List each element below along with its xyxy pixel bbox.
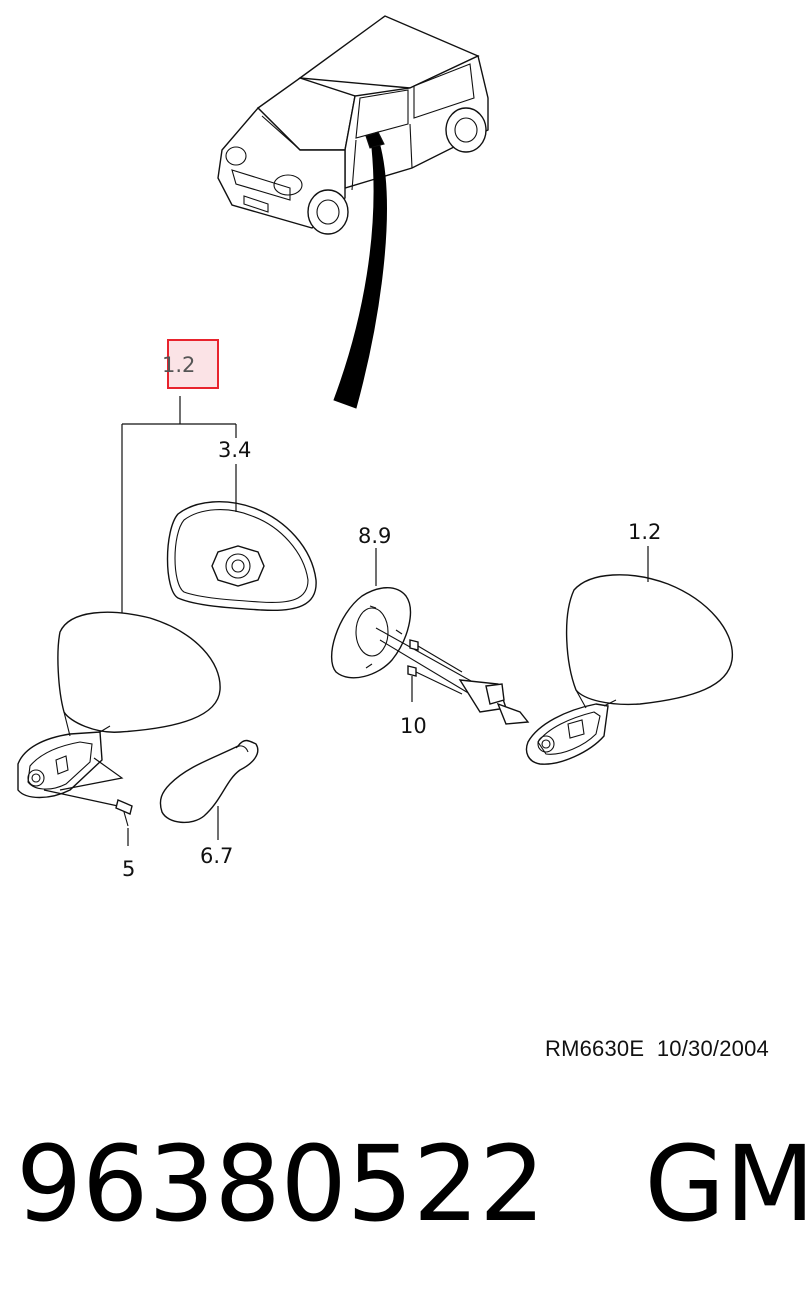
- screw: [115, 799, 133, 846]
- callout-screw[interactable]: 5: [122, 857, 135, 881]
- mount-plate: [331, 548, 412, 679]
- drawing-ref-code: RM6630E: [545, 1036, 645, 1061]
- car-illustration: [217, 15, 489, 235]
- mirror-cover: [159, 739, 259, 840]
- drawing-date: 10/30/2004: [656, 1036, 769, 1061]
- part-brand: GM: [644, 1123, 812, 1245]
- callout-highlight-box[interactable]: [167, 339, 219, 389]
- location-arrow-icon: [333, 145, 387, 409]
- part-number-line: 96380522 GM: [16, 1124, 812, 1244]
- mirror-glass: [166, 464, 317, 612]
- callout-highlighted-mirror-assembly[interactable]: 1.2: [162, 353, 195, 377]
- drawing-reference: RM6630E 10/30/2004: [545, 1036, 769, 1062]
- callout-mirror-glass[interactable]: 3.4: [218, 438, 251, 462]
- callout-mirror-assembly[interactable]: 1.2: [628, 520, 661, 544]
- callout-cover[interactable]: 6.7: [200, 844, 233, 868]
- callout-bolt[interactable]: 10: [400, 714, 427, 738]
- right-mirror-assembly: [525, 546, 734, 765]
- left-mirror-assembly: [17, 611, 221, 807]
- callout-bracket: [121, 396, 237, 614]
- callout-mount-plate[interactable]: 8.9: [358, 524, 391, 548]
- bolt-assembly: [375, 627, 530, 725]
- part-number: 96380522: [16, 1123, 546, 1245]
